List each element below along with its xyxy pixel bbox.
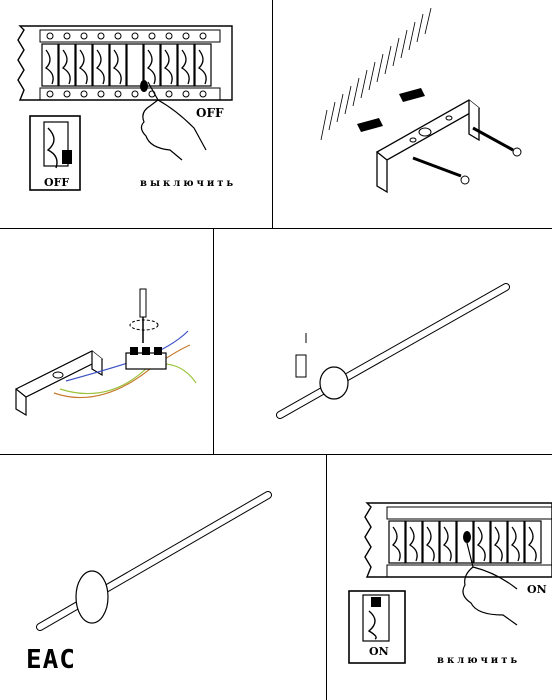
bracket-wall-mount-illustration bbox=[320, 7, 522, 194]
step5-panel: EAC bbox=[0, 455, 326, 700]
divider-row3 bbox=[326, 454, 327, 700]
divider-h2 bbox=[0, 454, 552, 455]
on-label: ON bbox=[527, 583, 547, 596]
switch-on-label: ON bbox=[369, 645, 389, 658]
step4-panel bbox=[214, 229, 552, 454]
breaker-panel-on-illustration bbox=[348, 502, 552, 664]
step3-panel bbox=[0, 229, 213, 454]
switch-off-label: OFF bbox=[44, 176, 70, 189]
step1-panel: OFF OFF выключить bbox=[0, 0, 272, 228]
step2-panel bbox=[273, 0, 552, 228]
assembled-lamp-illustration bbox=[36, 491, 272, 631]
step1-action-text: выключить bbox=[140, 178, 237, 189]
off-label: OFF bbox=[196, 106, 224, 120]
divider-h1 bbox=[0, 228, 552, 229]
step6-action-text: включить bbox=[437, 655, 521, 666]
step6-panel: ON ON включить bbox=[327, 455, 552, 700]
wiring-connection-illustration bbox=[14, 288, 197, 417]
eac-certification-mark: EAC bbox=[26, 645, 76, 675]
divider-row1 bbox=[272, 0, 273, 228]
breaker-panel-off-illustration bbox=[17, 25, 233, 191]
divider-row2 bbox=[213, 228, 214, 454]
lamp-attach-illustration bbox=[276, 283, 510, 419]
